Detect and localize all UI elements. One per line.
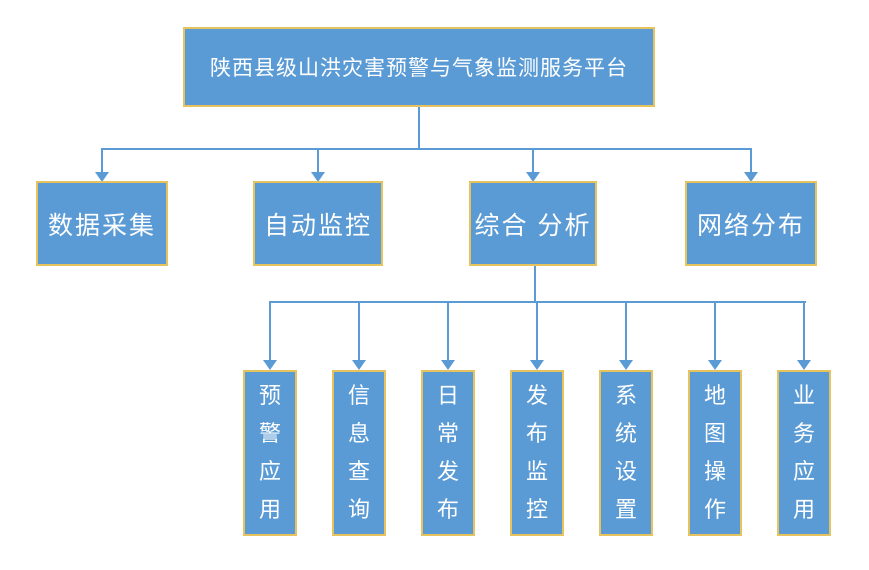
connector-root-stem xyxy=(418,107,420,150)
node-comprehensive-analysis: 综合 分析 xyxy=(469,181,597,266)
node-label: 地图操作 xyxy=(704,383,727,522)
node-label: 数据采集 xyxy=(47,211,156,240)
node-data-collection: 数据采集 xyxy=(36,181,168,266)
node-info-query: 信息查询 xyxy=(332,370,386,536)
node-label: 日常发布 xyxy=(437,383,460,522)
node-network-distribution: 网络分布 xyxy=(685,181,817,266)
node-label: 综合 分析 xyxy=(474,211,592,240)
arrow-to-auto-monitoring xyxy=(317,150,319,172)
node-map-operations: 地图操作 xyxy=(688,370,742,536)
connector-analysis-stem xyxy=(534,266,536,303)
arrow-to-network-distribution xyxy=(750,150,752,172)
node-business-application: 业务应用 xyxy=(777,370,831,536)
node-label: 网络分布 xyxy=(696,211,805,240)
arrow-to-business-application xyxy=(803,303,805,360)
arrow-to-system-settings xyxy=(625,303,627,360)
node-label: 自动监控 xyxy=(263,211,372,240)
connector-level3-hline xyxy=(269,301,806,303)
arrow-to-release-monitoring xyxy=(536,303,538,360)
arrow-to-info-query xyxy=(358,303,360,360)
node-label: 信息查询 xyxy=(348,383,371,522)
root-node-label: 陕西县级山洪灾害预警与气象监测服务平台 xyxy=(210,57,628,80)
node-system-settings: 系统设置 xyxy=(599,370,653,536)
arrow-to-comprehensive-analysis xyxy=(532,150,534,172)
node-release-monitoring: 发布监控 xyxy=(510,370,564,536)
arrow-to-data-collection xyxy=(101,150,103,172)
arrow-to-warning-application xyxy=(269,303,271,360)
node-label: 业务应用 xyxy=(793,383,816,522)
node-label: 发布监控 xyxy=(526,383,549,522)
node-platform-root: 陕西县级山洪灾害预警与气象监测服务平台 xyxy=(183,27,655,107)
arrow-to-map-operations xyxy=(714,303,716,360)
connector-level2-hline xyxy=(101,148,752,150)
node-daily-release: 日常发布 xyxy=(421,370,475,536)
node-label: 预警应用 xyxy=(259,383,282,522)
node-auto-monitoring: 自动监控 xyxy=(253,181,383,266)
node-warning-application: 预警应用 xyxy=(243,370,297,536)
node-label: 系统设置 xyxy=(615,383,638,522)
arrow-to-daily-release xyxy=(447,303,449,360)
